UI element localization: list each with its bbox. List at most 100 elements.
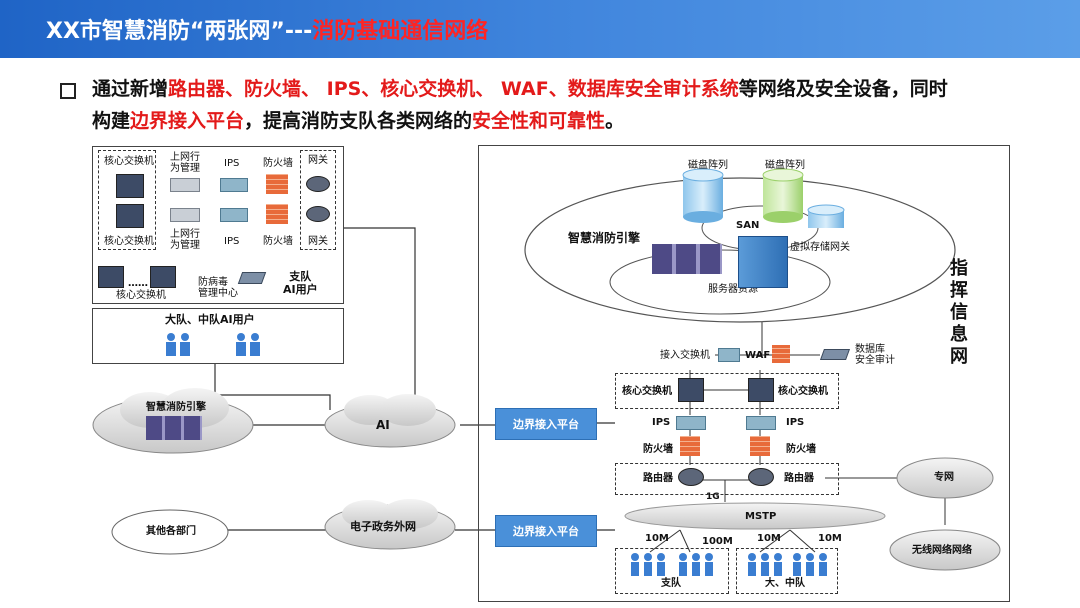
- label-core-switch-cluster: 核心交换机: [116, 290, 166, 301]
- label-core-left: 核心交换机: [622, 386, 672, 397]
- router-icon: [306, 176, 330, 192]
- cloud-private: [896, 457, 994, 499]
- label-command-net: 指 挥 信 息 网: [950, 258, 968, 367]
- ips-icon: [746, 416, 776, 430]
- core-switch-group: [98, 150, 156, 250]
- bullet-text: ，提高消防支队各类网络的: [244, 110, 473, 132]
- router-icon: [306, 206, 330, 222]
- router-icon: [678, 468, 704, 486]
- label-router-left: 路由器: [643, 473, 673, 484]
- label-firewall-1: 防火墙: [263, 158, 293, 169]
- label-zhidui-ai: 支队 AI用户: [283, 270, 318, 296]
- label-zhidui: 支队: [661, 578, 681, 589]
- label-dazhongdui: 大、中队: [765, 578, 805, 589]
- bullet-text: 通过新增: [92, 78, 169, 100]
- cloud-egov: [324, 499, 456, 550]
- label-1g: 1G: [706, 492, 720, 502]
- label-behavior-mgmt-2: 上网行 为管理: [170, 229, 200, 251]
- firewall-icon: [266, 174, 288, 194]
- label-core-switch-top: 核心交换机: [104, 156, 154, 167]
- header-bar: XX市智慧消防“两张网”---消防基础通信网络: [0, 0, 1080, 58]
- label-access-switch: 接入交换机: [660, 350, 710, 361]
- cloud-ai: [324, 394, 456, 448]
- core-switch-icon: [116, 204, 144, 228]
- label-disk-array-1: 磁盘阵列: [688, 160, 728, 171]
- server-icon: [652, 244, 722, 274]
- behavior-mgmt-icon: [170, 208, 200, 222]
- label-dots: ……: [128, 278, 148, 289]
- core-switch-icon: [150, 266, 176, 288]
- label-fw-left: 防火墙: [643, 444, 673, 455]
- label-link-10m-2: 10M: [757, 533, 781, 544]
- waf-icon: [772, 345, 790, 363]
- page-title: XX市智慧消防“两张网”---消防基础通信网络: [46, 13, 488, 45]
- label-disk-array-2: 磁盘阵列: [765, 160, 805, 171]
- dazhongdui-group: [736, 548, 838, 594]
- disk-array-icon: [682, 168, 724, 223]
- label-private-net: 专网: [934, 472, 954, 483]
- label-ips-2: IPS: [224, 236, 240, 247]
- user-group-icon: [232, 332, 264, 358]
- label-db-audit: 数据库 安全审计: [855, 344, 895, 366]
- title-sub: 消防基础通信网络: [312, 19, 489, 44]
- label-ips-left: IPS: [652, 417, 671, 428]
- core-switch-icon: [98, 266, 124, 288]
- user-group-icon: [162, 332, 194, 358]
- bullet-highlight: 路由器、防火墙、 IPS、核心交换机、 WAF、数据库安全审计系统: [168, 78, 739, 100]
- title-main: XX市智慧消防“两张网”---: [46, 19, 313, 44]
- firewall-icon: [266, 204, 288, 224]
- ips-icon: [220, 178, 248, 192]
- link-team-ai: [214, 362, 331, 410]
- label-behavior-mgmt-1: 上网行 为管理: [170, 152, 200, 174]
- label-server-res: 服务器资源: [708, 284, 758, 295]
- storage-cluster-icon: [738, 236, 788, 288]
- label-ips-1: IPS: [224, 158, 240, 169]
- firewall-icon: [750, 436, 770, 456]
- label-router-right: 路由器: [784, 473, 814, 484]
- core-switch-icon: [116, 174, 144, 198]
- bullet-square-icon: [60, 83, 76, 99]
- bullet-line-2: 构建边界接入平台，提高消防支队各类网络的安全性和可靠性。: [92, 110, 624, 132]
- server-icon: [146, 416, 202, 440]
- label-link-10m-3: 10M: [818, 533, 842, 544]
- behavior-mgmt-icon: [170, 178, 200, 192]
- firewall-icon: [680, 436, 700, 456]
- core-switch-icon: [678, 378, 704, 402]
- label-engine-right: 智慧消防引擎: [568, 231, 641, 245]
- label-cloud-other: 其他各部门: [146, 526, 196, 537]
- user-group-icon: [628, 552, 668, 578]
- zhidui-group: [615, 548, 729, 594]
- bullet-text: 等网络及安全设备，同时: [738, 78, 948, 100]
- label-cloud-egov: 电子政务外网: [350, 520, 416, 533]
- label-ips-right: IPS: [786, 417, 805, 428]
- label-cloud-ai: AI: [376, 418, 390, 432]
- gateway-group: [300, 150, 336, 250]
- label-gateway-1: 网关: [308, 155, 328, 166]
- db-audit-icon: [819, 349, 851, 360]
- ips-icon: [220, 208, 248, 222]
- label-mstp: MSTP: [745, 511, 777, 522]
- cloud-mstp: [624, 502, 886, 530]
- label-link-100m: 100M: [702, 536, 733, 547]
- command-network-panel: [478, 145, 1010, 602]
- bullet-line-1: 通过新增路由器、防火墙、 IPS、核心交换机、 WAF、数据库安全审计系统等网络…: [92, 78, 948, 100]
- bullet-highlight: 边界接入平台: [130, 110, 245, 132]
- label-firewall-2: 防火墙: [263, 236, 293, 247]
- router-pair: [615, 463, 839, 495]
- boundary-access-platform-1: 边界接入平台: [495, 408, 597, 440]
- disk-array-icon: [762, 168, 804, 223]
- label-waf: WAF: [745, 350, 771, 361]
- user-group-icon: [745, 552, 785, 578]
- label-team-ai: 大队、中队AI用户: [165, 313, 255, 326]
- ips-icon: [676, 416, 706, 430]
- team-ai-panel: [92, 308, 344, 364]
- bullet-text: 构建: [92, 110, 131, 132]
- boundary-access-platform-2: 边界接入平台: [495, 515, 597, 547]
- label-wireless: 无线网络网络: [912, 545, 972, 556]
- antivirus-icon: [237, 272, 267, 284]
- label-antivirus: 防病毒 管理中心: [198, 277, 238, 299]
- user-group-icon: [790, 552, 830, 578]
- label-core-switch-bottom: 核心交换机: [104, 236, 154, 247]
- access-switch-icon: [718, 348, 740, 362]
